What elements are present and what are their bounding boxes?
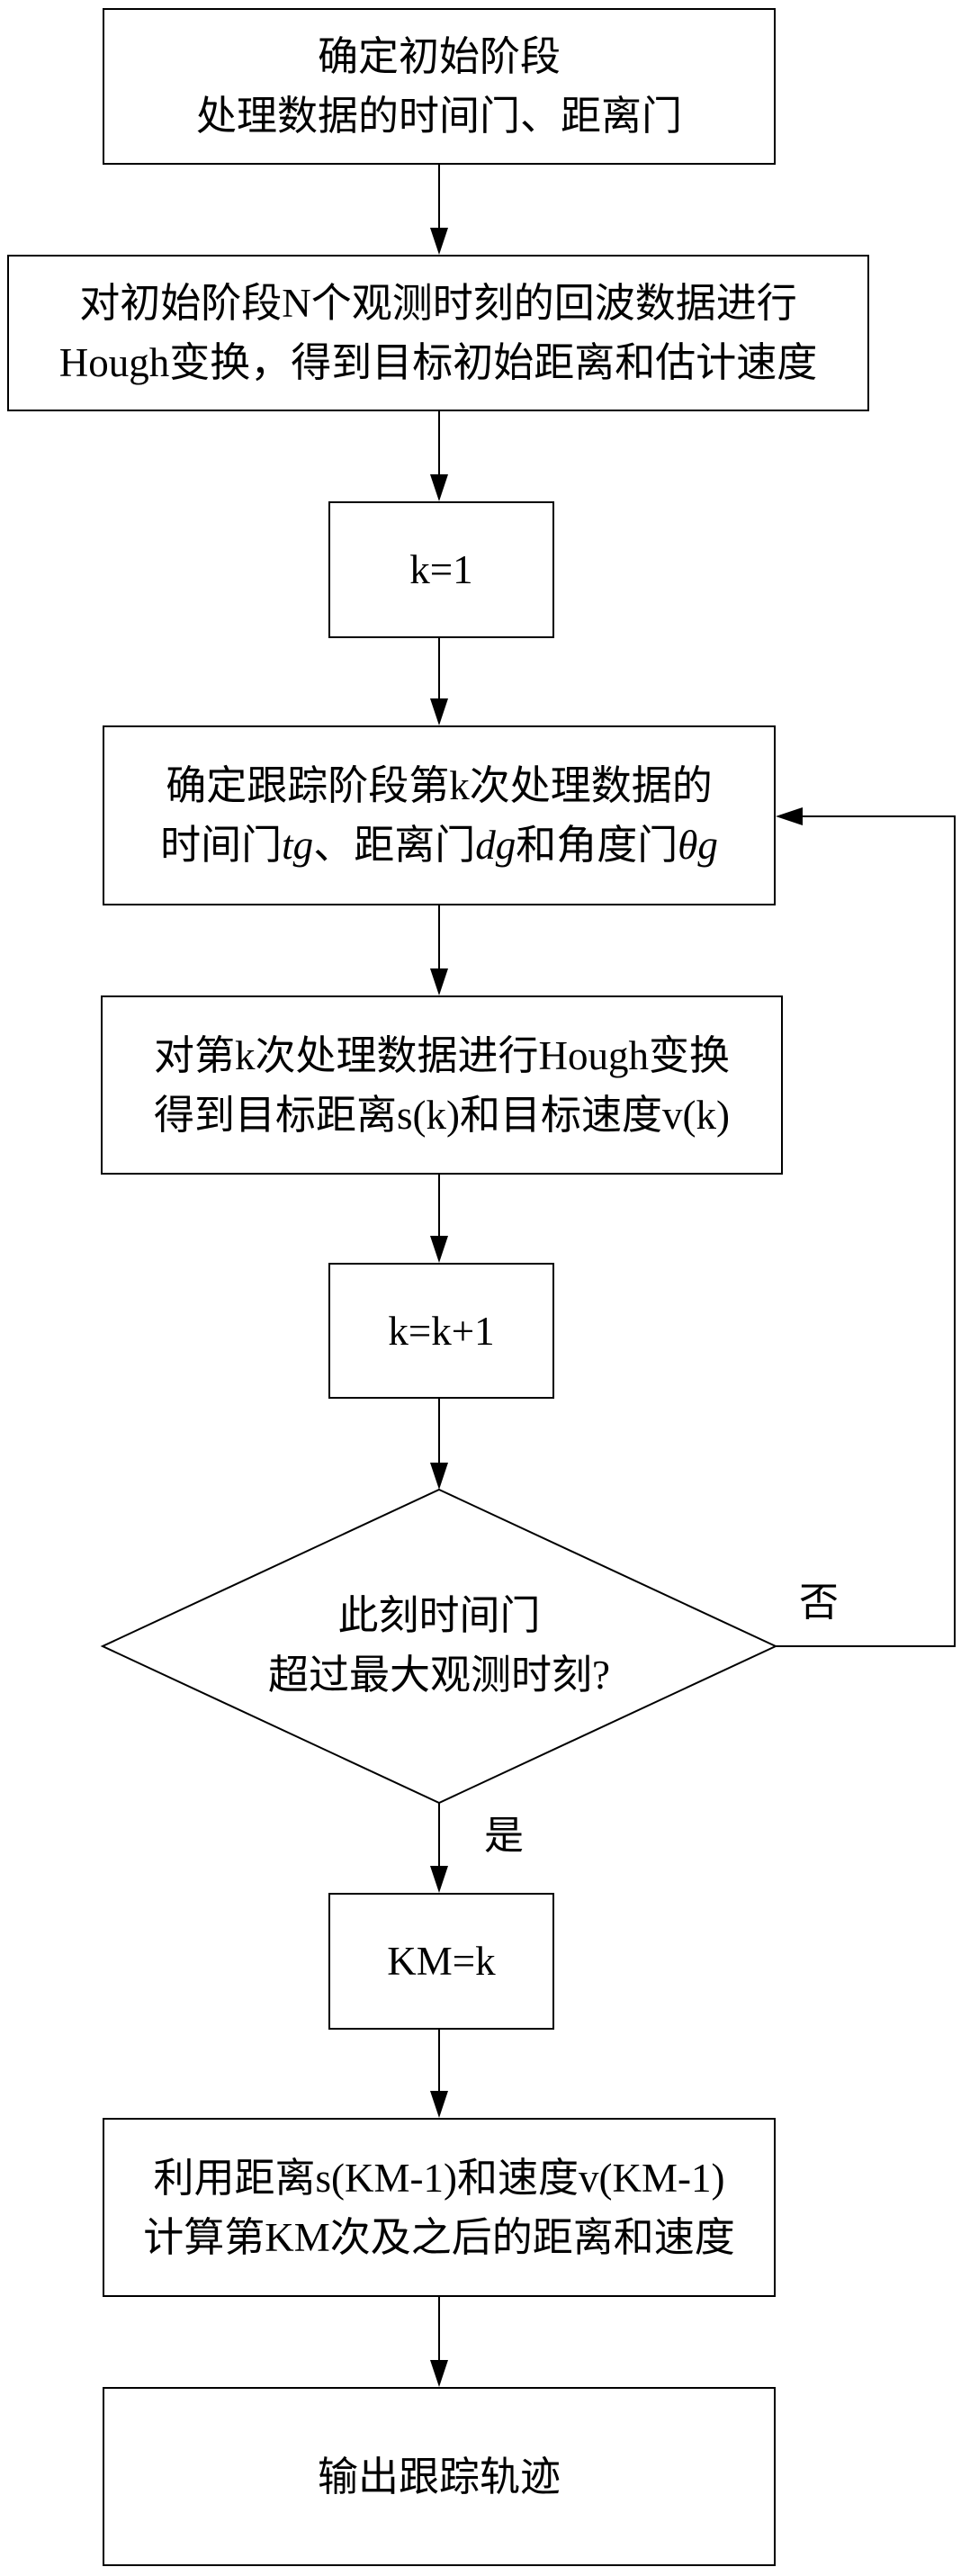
- decision-text-line: 此刻时间门: [103, 1586, 776, 1645]
- time-gate-symbol: tg: [282, 823, 313, 868]
- node-initial-hough: 对初始阶段N个观测时刻的回波数据进行 Hough变换，得到目标初始距离和估计速度: [7, 255, 869, 411]
- node-text-line: 对初始阶段N个观测时刻的回波数据进行: [79, 274, 797, 333]
- node-text-line: k=1: [409, 540, 472, 599]
- arrowhead-icon: [430, 1463, 448, 1490]
- node-text-line: 对第k次处理数据进行Hough变换: [154, 1026, 730, 1085]
- arrowhead-icon: [430, 968, 448, 995]
- edge-label-no: 否: [799, 1583, 839, 1623]
- arrowhead-icon: [430, 228, 448, 255]
- node-output-track: 输出跟踪轨迹: [103, 2387, 776, 2566]
- arrowhead-icon: [430, 2091, 448, 2118]
- node-kth-hough: 对第k次处理数据进行Hough变换 得到目标距离s(k)和目标速度v(k): [101, 995, 783, 1175]
- arrowhead-icon: [430, 1866, 448, 1893]
- node-text-line: 利用距离s(KM-1)和速度v(KM-1): [154, 2148, 725, 2208]
- node-text-line: KM=k: [387, 1932, 495, 1991]
- node-tracking-gates: 确定跟踪阶段第k次处理数据的 时间门tg、距离门dg和角度门θg: [103, 725, 776, 905]
- node-text-line: 得到目标距离s(k)和目标速度v(k): [154, 1085, 730, 1145]
- angle-gate-symbol: θg: [678, 823, 718, 868]
- node-text-line: k=k+1: [388, 1302, 494, 1361]
- text-part: 、距离门: [313, 823, 475, 868]
- node-km-assign: KM=k: [328, 1893, 554, 2030]
- arrowhead-icon: [430, 698, 448, 725]
- node-text-line-gates: 时间门tg、距离门dg和角度门θg: [160, 815, 718, 875]
- node-compute-after-km: 利用距离s(KM-1)和速度v(KM-1) 计算第KM次及之后的距离和速度: [103, 2118, 776, 2297]
- node-k-init: k=1: [328, 501, 554, 638]
- arrowhead-icon: [430, 1236, 448, 1263]
- arrowhead-left-icon: [776, 807, 803, 825]
- node-init-gates: 确定初始阶段 处理数据的时间门、距离门: [103, 8, 776, 165]
- node-text-line: 确定跟踪阶段第k次处理数据的: [166, 756, 713, 815]
- node-text-line: Hough变换，得到目标初始距离和估计速度: [59, 333, 818, 392]
- arrowhead-icon: [430, 474, 448, 501]
- decision-text-line: 超过最大观测时刻?: [103, 1645, 776, 1705]
- node-text-line: 计算第KM次及之后的距离和速度: [143, 2208, 735, 2267]
- distance-gate-symbol: dg: [475, 823, 516, 868]
- edge-label-yes: 是: [484, 1816, 524, 1856]
- node-k-increment: k=k+1: [328, 1263, 554, 1399]
- text-part: 时间门: [160, 823, 282, 868]
- node-text-line: 输出跟踪轨迹: [318, 2447, 561, 2507]
- node-text-line: 确定初始阶段: [318, 27, 561, 86]
- decision-time-gate-check: 此刻时间门 超过最大观测时刻?: [103, 1586, 776, 1705]
- edge-decision-no-loop: [776, 816, 955, 1646]
- text-part: 和角度门: [516, 823, 678, 868]
- arrowhead-icon: [430, 2360, 448, 2387]
- node-text-line: 处理数据的时间门、距离门: [196, 86, 682, 146]
